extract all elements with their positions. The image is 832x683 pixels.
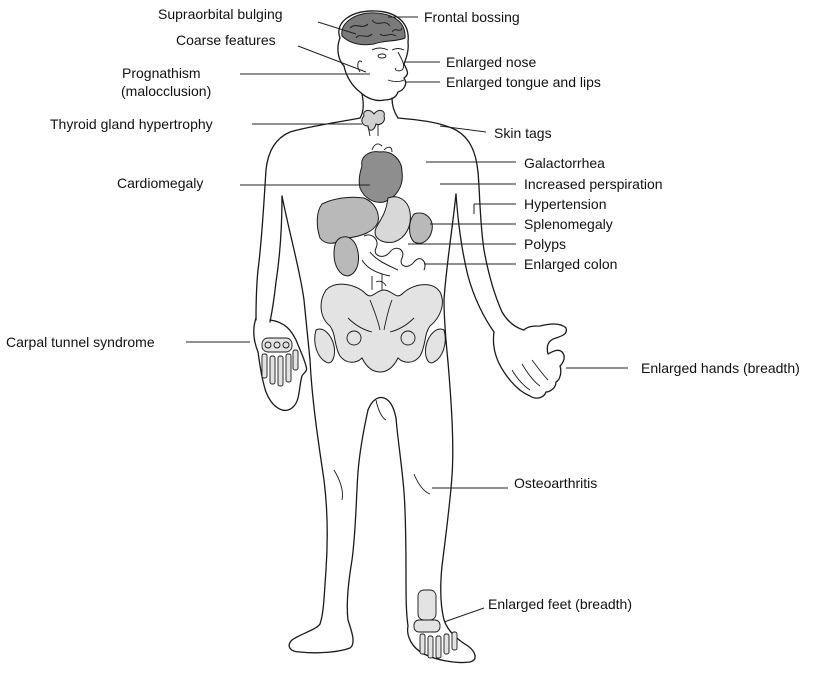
label-galactorrhea: Galactorrhea <box>524 155 605 171</box>
label-frontal-bossing: Frontal bossing <box>424 9 520 25</box>
label-coarse-features: Coarse features <box>176 32 276 48</box>
label-enlarged-tongue-lips: Enlarged tongue and lips <box>446 74 601 90</box>
spleen <box>410 213 433 243</box>
foot-bones <box>414 590 457 658</box>
left-leg-outline <box>289 360 368 653</box>
label-polyps: Polyps <box>524 236 566 252</box>
label-enlarged-colon: Enlarged colon <box>524 256 617 272</box>
pelvis <box>321 284 442 372</box>
label-enlarged-feet: Enlarged feet (breadth) <box>488 596 632 612</box>
label-osteoarthritis: Osteoarthritis <box>514 475 597 491</box>
label-thyroid: Thyroid gland hypertrophy <box>50 116 213 132</box>
label-skin-tags: Skin tags <box>494 125 552 141</box>
colon <box>334 237 359 276</box>
right-hand-outline <box>493 324 566 398</box>
stomach <box>375 197 410 243</box>
heart <box>359 152 402 203</box>
label-malocclusion: (malocclusion) <box>121 83 211 99</box>
right-leg-outline <box>396 362 475 663</box>
hand-bones <box>262 338 298 386</box>
label-hypertension: Hypertension <box>524 196 607 212</box>
body-figure <box>254 11 567 663</box>
label-carpal-tunnel: Carpal tunnel syndrome <box>6 334 155 350</box>
liver <box>317 197 378 243</box>
thyroid-gland <box>362 110 384 130</box>
label-splenomegaly: Splenomegaly <box>524 216 613 232</box>
skull-pattern <box>342 13 405 45</box>
label-enlarged-nose: Enlarged nose <box>446 54 537 70</box>
label-prognathism: Prognathism <box>122 65 201 81</box>
label-enlarged-hands: Enlarged hands (breadth) <box>641 360 800 376</box>
label-increased-perspiration: Increased perspiration <box>524 176 663 192</box>
label-supraorbital-bulging: Supraorbital bulging <box>158 6 283 22</box>
label-cardiomegaly: Cardiomegaly <box>117 175 203 191</box>
